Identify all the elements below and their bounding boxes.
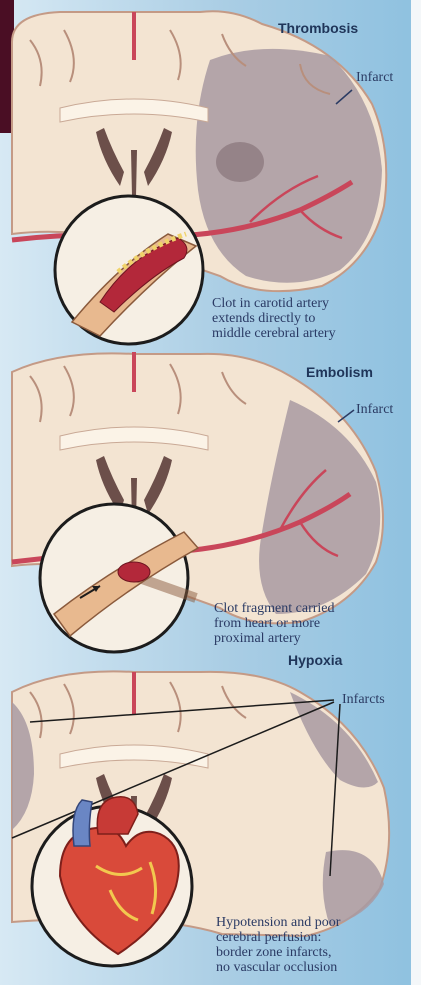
caption-line: extends directly to — [212, 311, 336, 326]
infarct-label: Infarct — [356, 402, 393, 418]
caption-line: no vascular occlusion — [216, 960, 340, 975]
hypoxia-brain-illustration — [0, 662, 421, 985]
embolism-panel: Embolism Infarct Clot fragment carried f… — [0, 352, 421, 662]
caption-line: cerebral perfusion: — [216, 930, 340, 945]
thrombosis-panel: Thrombosis Infarct Clot in carotid arter… — [0, 0, 421, 352]
caption-line: Clot in carotid artery — [212, 296, 336, 311]
embolus-clot — [118, 562, 150, 582]
panel-title: Hypoxia — [288, 652, 342, 668]
infarct-label: Infarct — [356, 70, 393, 86]
infarct-label: Infarcts — [342, 692, 385, 708]
infarct-core — [216, 142, 264, 182]
caption-line: Hypotension and poor — [216, 915, 340, 930]
hypoxia-panel: Hypoxia Infarcts Hypotension and poor ce… — [0, 662, 421, 985]
hypoxia-caption: Hypotension and poor cerebral perfusion:… — [216, 915, 340, 975]
embolism-brain-illustration — [0, 352, 421, 662]
thrombosis-caption: Clot in carotid artery extends directly … — [212, 296, 336, 341]
caption-line: Clot fragment carried — [214, 601, 335, 616]
thrombosis-brain-illustration — [0, 0, 421, 352]
embolism-caption: Clot fragment carried from heart or more… — [214, 601, 335, 646]
panel-title: Thrombosis — [278, 20, 358, 36]
caption-line: middle cerebral artery — [212, 326, 336, 341]
caption-line: border zone infarcts, — [216, 945, 340, 960]
third-ventricle — [131, 150, 137, 196]
panel-title: Embolism — [306, 364, 373, 380]
caption-line: proximal artery — [214, 631, 335, 646]
caption-line: from heart or more — [214, 616, 335, 631]
